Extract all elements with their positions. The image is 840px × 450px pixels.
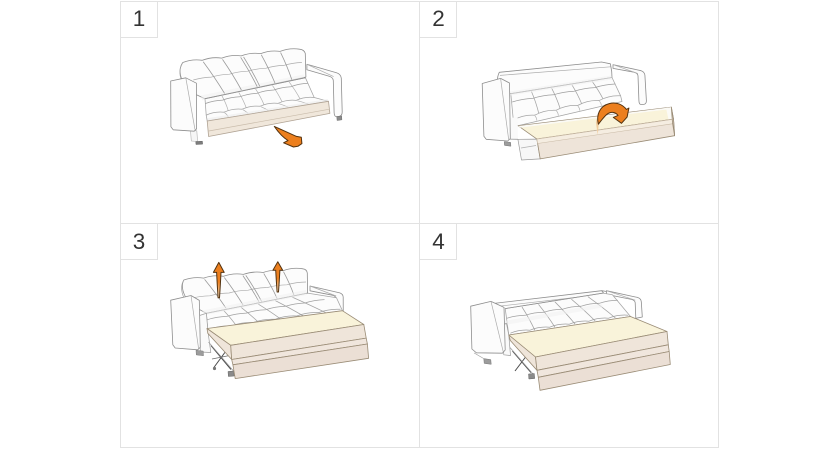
svg-text:2: 2: [432, 6, 445, 31]
svg-text:4: 4: [432, 229, 445, 254]
svg-text:1: 1: [133, 6, 146, 31]
svg-text:3: 3: [133, 229, 146, 254]
